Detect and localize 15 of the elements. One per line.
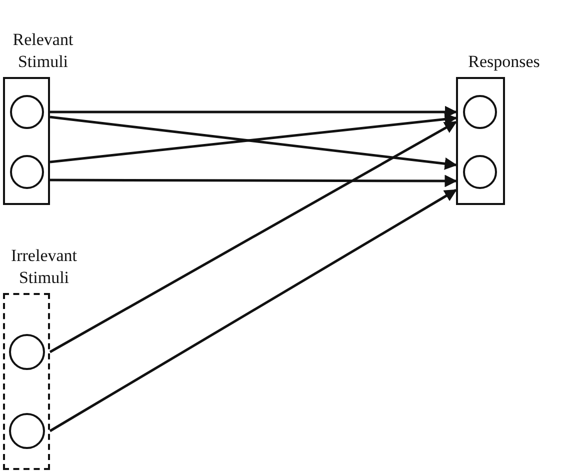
- stimulus-circle: [463, 155, 497, 189]
- arrow: [50, 116, 458, 170]
- stimulus-circle: [9, 413, 45, 449]
- group-heading: Responses: [467, 51, 541, 73]
- arrow: [50, 106, 458, 118]
- stimulus-circle: [10, 155, 44, 189]
- group-heading: Relevant Stimuli: [12, 29, 74, 73]
- arrow: [49, 188, 458, 432]
- arrow: [49, 120, 458, 354]
- arrow: [50, 174, 458, 188]
- stimulus-circle: [10, 95, 44, 129]
- stimulus-circle: [9, 334, 45, 370]
- group-heading: Irrelevant Stimuli: [10, 245, 78, 289]
- arrow: [50, 113, 458, 164]
- stimulus-circle: [463, 95, 497, 129]
